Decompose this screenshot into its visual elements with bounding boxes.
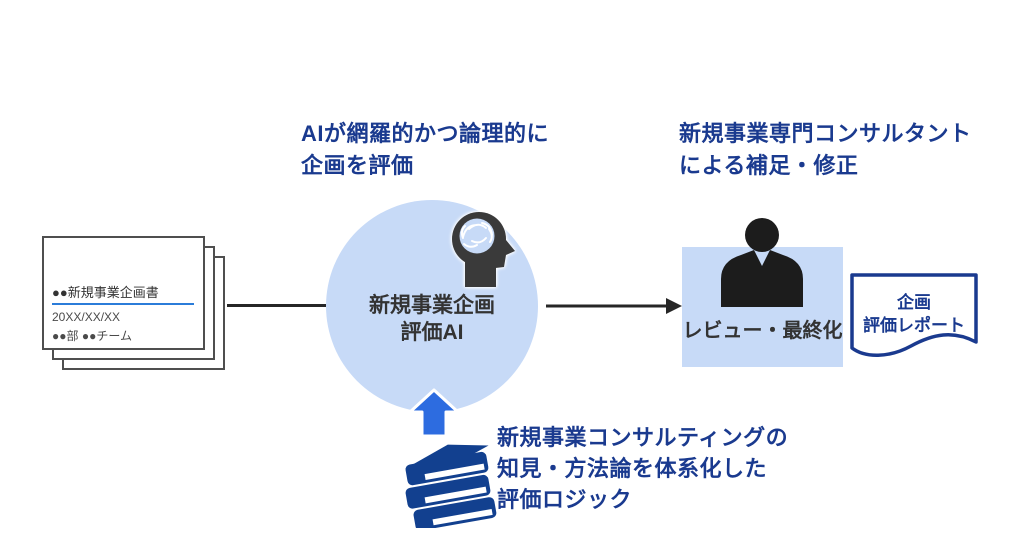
knowledge-text-line1: 新規事業コンサルティングの	[497, 425, 789, 450]
report-document-shape	[850, 273, 978, 357]
review-box-label: レビュー・最終化	[682, 320, 843, 342]
report-label-line1: 企画	[897, 293, 931, 312]
ai-stage-heading: AIが網羅的かつ論理的に 企画を評価	[301, 118, 549, 182]
up-arrow-icon	[408, 388, 460, 438]
consultant-icon	[721, 218, 803, 307]
knowledge-text-line2: 知見・方法論を体系化した	[497, 456, 768, 481]
plan-document-title: ●●新規事業企画書	[52, 285, 159, 300]
knowledge-text-line3: 評価ロジック	[497, 487, 633, 512]
ai-circle-label-line2: 評価AI	[400, 321, 464, 344]
knowledge-base-text: 新規事業コンサルティングの 知見・方法論を体系化した 評価ロジック	[497, 422, 788, 515]
review-stage-heading-line2: による補足・修正	[679, 153, 859, 178]
title-underline	[52, 303, 194, 305]
plan-document-team: ●●部 ●●チーム	[52, 329, 132, 343]
books-icon	[405, 444, 497, 528]
ai-stage-heading-line1: AIが網羅的かつ論理的に	[301, 121, 550, 146]
plan-document-front: ●●新規事業企画書 20XX/XX/XX ●●部 ●●チーム	[42, 236, 205, 350]
review-stage-heading-line1: 新規事業専門コンサルタント	[679, 121, 972, 146]
ai-circle-label: 新規事業企画 評価AI	[326, 292, 538, 346]
connector-arrow-ai-to-review	[546, 298, 682, 314]
plan-document-date: 20XX/XX/XX	[52, 310, 121, 324]
connector-line-docs-to-ai	[227, 304, 326, 307]
ai-circle-label-line1: 新規事業企画	[369, 294, 495, 317]
report-label-line2: 評価レポート	[863, 316, 965, 335]
head-brain-icon	[452, 212, 515, 287]
report-label: 企画 評価レポート	[849, 291, 979, 337]
review-stage-heading: 新規事業専門コンサルタント による補足・修正	[679, 118, 972, 182]
ai-stage-heading-line2: 企画を評価	[301, 153, 414, 178]
